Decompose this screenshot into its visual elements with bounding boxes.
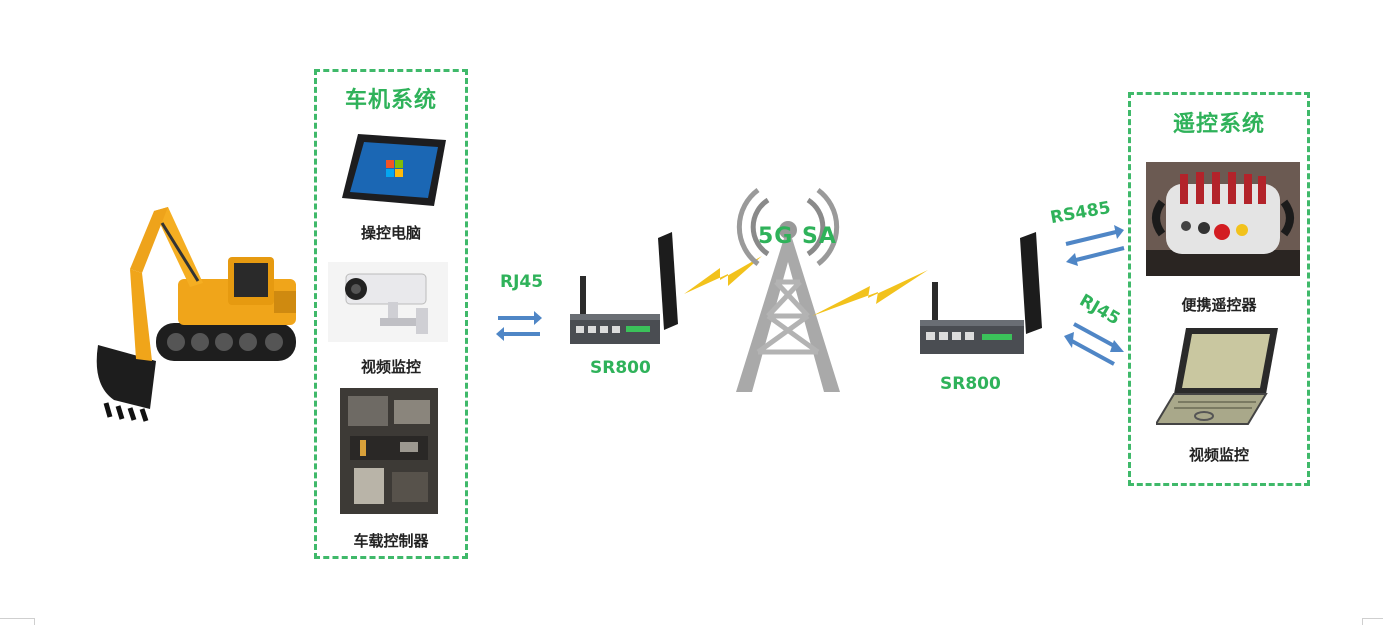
remote-control-device [1146, 162, 1300, 276]
vehicle-device-label-1: 操控电脑 [360, 224, 421, 242]
lightning-icon [684, 256, 762, 294]
double-arrow-icon [496, 311, 542, 341]
left-link-arrows [494, 308, 544, 344]
vehicle-device-label-2: 视频监控 [360, 358, 421, 376]
rs485-link-arrows [1062, 224, 1128, 266]
lightning-icon [812, 270, 928, 316]
onboard-controller-device [340, 388, 438, 514]
right-router [908, 232, 1048, 362]
camera-device [328, 262, 448, 342]
double-arrow-icon [1065, 225, 1125, 266]
left-link-label: RJ45 [500, 272, 544, 292]
corner-mark-left [0, 618, 35, 625]
vehicle-system-title: 车机系统 [344, 88, 437, 113]
right-signal [812, 268, 930, 318]
remote-system-title: 遥控系统 [1172, 112, 1265, 137]
tower-label: 5G SA [758, 224, 837, 249]
corner-mark-right [1362, 618, 1383, 625]
controller-icon [340, 388, 438, 514]
remote-system-box [1128, 92, 1310, 486]
left-signal [684, 254, 764, 298]
tablet-device [338, 132, 448, 208]
left-router [560, 232, 686, 350]
right-router-label: SR800 [940, 374, 1001, 394]
camera-icon [328, 262, 448, 342]
tower-icon [736, 187, 840, 392]
excavator [78, 195, 303, 425]
laptop-icon [1156, 328, 1278, 425]
excavator-icon [96, 207, 296, 422]
router-icon [570, 232, 678, 344]
remote-device-label-2: 视频监控 [1188, 446, 1249, 464]
tablet-icon [342, 134, 446, 206]
vehicle-system-box [314, 69, 468, 559]
left-router-label: SR800 [590, 358, 651, 378]
remote-device-label-1: 便携遥控器 [1181, 296, 1257, 314]
vehicle-device-label-3: 车载控制器 [353, 532, 429, 550]
5g-tower [728, 182, 848, 394]
double-arrow-icon [1064, 322, 1124, 366]
rj45-right-link-arrows [1062, 320, 1126, 370]
remote-control-icon [1146, 162, 1300, 276]
laptop-device [1156, 324, 1284, 428]
router-icon [920, 232, 1042, 354]
